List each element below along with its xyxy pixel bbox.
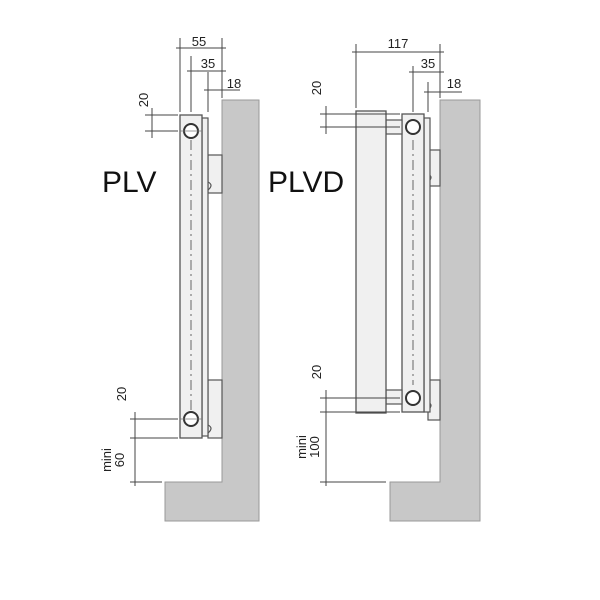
plv-drawing: 55 35 18 20 20 60 mini PLV xyxy=(99,34,260,522)
plv-wall xyxy=(164,99,260,522)
plv-dim-mid: 35 xyxy=(201,56,215,71)
plvd-connection-top xyxy=(405,119,421,135)
plvd-top-dimensions xyxy=(352,44,462,112)
plvd-dim-mid: 35 xyxy=(421,56,435,71)
plv-dim-wall: 18 xyxy=(227,76,241,91)
plvd-dim-wall: 18 xyxy=(447,76,461,91)
plv-label: PLV xyxy=(102,166,156,199)
plvd-mini-value: 100 xyxy=(307,436,322,458)
plvd-wall xyxy=(389,99,481,522)
plv-dim-total: 55 xyxy=(192,34,206,49)
plvd-label: PLVD xyxy=(268,166,344,199)
plvd-rear-tube xyxy=(423,117,431,413)
plv-dim-side-top: 20 xyxy=(136,93,151,107)
plvd-connection-bottom xyxy=(405,390,421,406)
plv-panel xyxy=(179,114,203,439)
plvd-dim-total: 117 xyxy=(388,36,409,51)
plv-mini-label: mini xyxy=(99,448,114,472)
plvd-mini-label: mini xyxy=(294,435,309,459)
plv-top-dimensions xyxy=(176,38,240,112)
plvd-drawing: 117 35 18 20 20 100 mini PLVD xyxy=(268,36,481,522)
plv-dim-side-bottom: 20 xyxy=(114,387,129,401)
plv-mini-value: 60 xyxy=(112,453,127,467)
plv-bracket-bottom xyxy=(207,379,223,439)
plvd-dim-side-top: 20 xyxy=(309,81,324,95)
plvd-connector-bottom xyxy=(385,389,403,405)
plv-bracket-clip xyxy=(207,181,212,434)
plv-rear-tube xyxy=(201,117,209,437)
plvd-dim-side-bottom: 20 xyxy=(309,365,324,379)
plvd-front-panel xyxy=(355,110,387,414)
